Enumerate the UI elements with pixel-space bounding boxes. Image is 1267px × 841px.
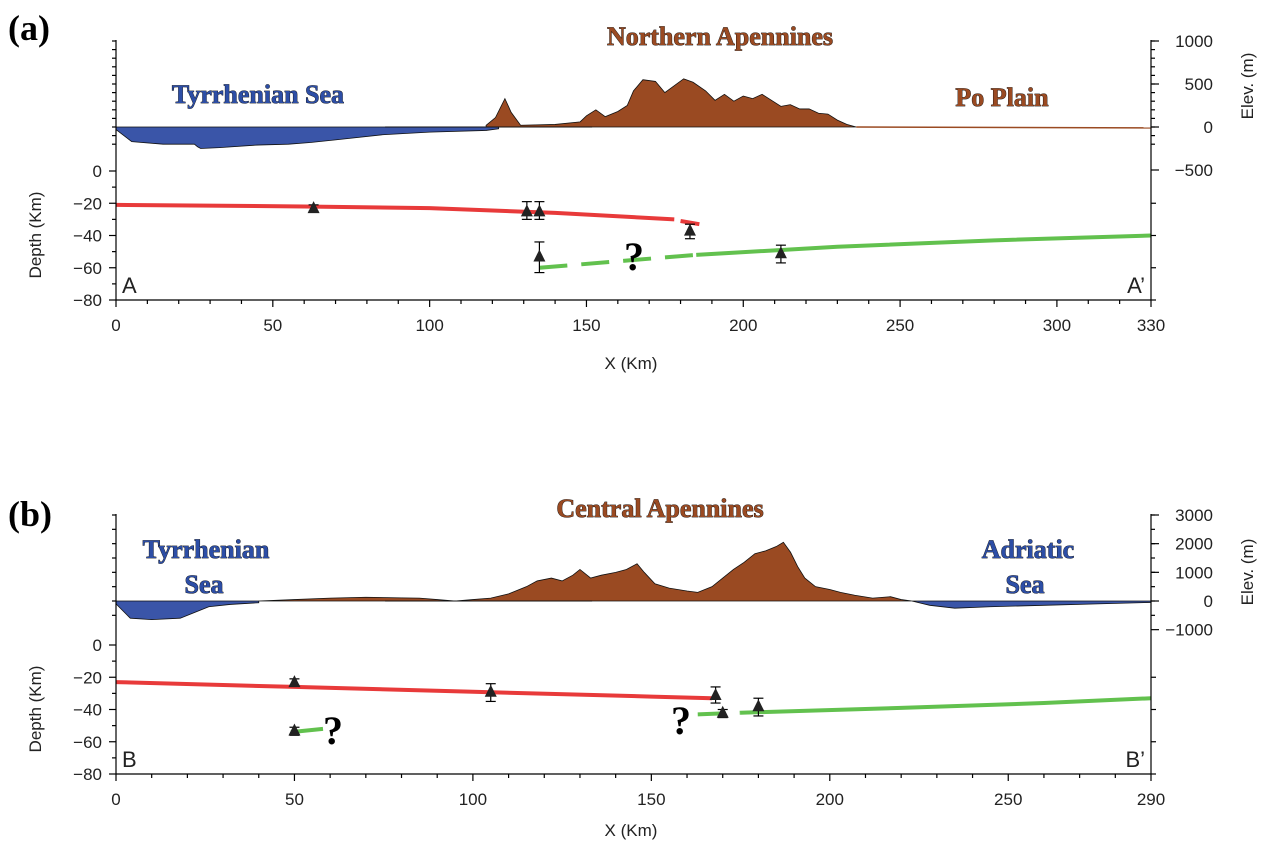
- depth-tick-label: −80: [73, 291, 102, 310]
- data-point-triangle: [716, 705, 729, 718]
- elev-tick-label: 1000: [1175, 32, 1213, 51]
- depth-tick-label: −80: [73, 765, 102, 784]
- sea-fill: [911, 600, 1152, 609]
- panel-b-label: (b): [8, 494, 52, 534]
- data-point-triangle: [709, 687, 722, 700]
- ticks-b: 0 50 100 150 200 250 290 0 −20 −40 −60 −80 3000 2000 1…: [73, 506, 1213, 809]
- data-point-triangle: [307, 201, 320, 214]
- depth-tick-label: 0: [93, 636, 102, 655]
- data-point-triangle: [533, 204, 546, 217]
- red-moho-line: [680, 219, 700, 227]
- depth-tick-label: −40: [73, 227, 102, 246]
- panel-a-title: Northern Apennines: [607, 22, 833, 51]
- green-moho-line: [696, 233, 1152, 257]
- question-mark-a: ?: [624, 234, 644, 279]
- sea-fill: [115, 126, 500, 149]
- question-mark-b-left: ?: [323, 708, 343, 753]
- panel-b: (b) Central Apennines Tyrrhenian Sea Adr…: [8, 494, 1257, 840]
- elev-tick-label: −500: [1175, 161, 1213, 180]
- data-point-triangle: [288, 675, 301, 688]
- x-tick-label: 0: [111, 316, 120, 335]
- elev-axis-label-b: Elev. (m): [1238, 539, 1257, 606]
- depth-tick-label: −40: [73, 701, 102, 720]
- data-point-triangle: [288, 723, 301, 736]
- moho-lines-a: [115, 202, 1152, 270]
- x-tick-label: 330: [1137, 316, 1165, 335]
- panel-a: (a) Northern Apennines Tyrrhenian Sea Po…: [8, 8, 1257, 373]
- ticks-a: 0 50 100 150 200 250 300 330 0 −20 −40 −60 −80 1000 50…: [73, 32, 1213, 335]
- data-point-triangle: [774, 246, 787, 259]
- topography-a: [115, 78, 1152, 149]
- data-points-a: [307, 201, 787, 274]
- x-tick-label: 150: [572, 316, 600, 335]
- x-tick-label: 200: [729, 316, 757, 335]
- x-tick-label: 0: [111, 790, 120, 809]
- question-mark-b-right: ?: [671, 698, 691, 743]
- elev-tick-label: 500: [1185, 75, 1213, 94]
- depth-tick-label: −60: [73, 733, 102, 752]
- elev-axis-label-a: Elev. (m): [1238, 53, 1257, 120]
- x-tick-label: 100: [459, 790, 487, 809]
- region-tyrrhenian-b: Tyrrhenian: [143, 535, 270, 564]
- elev-tick-label: −1000: [1165, 621, 1213, 640]
- x-axis-label-b: X (Km): [605, 821, 658, 840]
- x-tick-label: 290: [1137, 790, 1165, 809]
- panel-a-label: (a): [8, 8, 50, 48]
- x-tick-label: 300: [1043, 316, 1071, 335]
- depth-tick-label: −20: [73, 668, 102, 687]
- region-tyrrhenian-sea-a: Tyrrhenian Sea: [172, 80, 344, 109]
- depth-tick-label: −20: [73, 194, 102, 213]
- x-tick-label: 250: [886, 316, 914, 335]
- corner-label-a-prime: A’: [1127, 273, 1145, 298]
- depth-tick-label: 0: [93, 162, 102, 181]
- x-tick-label: 100: [415, 316, 443, 335]
- x-tick-label: 50: [263, 316, 282, 335]
- moho-lines-b: [115, 680, 1152, 735]
- depth-axis-label-a: Depth (Km): [26, 192, 45, 279]
- green-moho-line: [539, 252, 697, 270]
- elev-tick-label: 0: [1204, 592, 1213, 611]
- region-adriatic: Adriatic: [982, 535, 1074, 564]
- data-point-triangle: [484, 684, 497, 697]
- x-tick-label: 200: [816, 790, 844, 809]
- land-fill: [258, 541, 912, 602]
- elev-tick-label: 0: [1204, 118, 1213, 137]
- region-po-plain: Po Plain: [955, 83, 1049, 112]
- data-point-triangle: [683, 223, 696, 236]
- sea-fill: [115, 600, 260, 621]
- elev-tick-label: 1000: [1175, 563, 1213, 582]
- x-tick-label: 150: [637, 790, 665, 809]
- x-tick-label: 50: [285, 790, 304, 809]
- data-point-triangle: [520, 204, 533, 217]
- topography-b: [115, 541, 1152, 621]
- red-moho-line: [115, 680, 713, 701]
- x-tick-label: 250: [994, 790, 1022, 809]
- data-point-triangle: [752, 699, 765, 712]
- green-moho-line: [740, 696, 1152, 715]
- depth-tick-label: −60: [73, 259, 102, 278]
- red-moho-line: [115, 202, 675, 222]
- panel-b-title: Central Apennines: [556, 494, 763, 523]
- region-sea-b-left: Sea: [185, 570, 224, 599]
- data-point-triangle: [533, 249, 546, 262]
- region-sea-b-right: Sea: [1006, 570, 1045, 599]
- lowland-line: [856, 126, 1152, 129]
- corner-label-b: B: [122, 747, 137, 772]
- corner-label-a: A: [122, 273, 137, 298]
- data-points-b: [288, 675, 765, 736]
- elev-tick-label: 3000: [1175, 506, 1213, 525]
- elev-tick-label: 2000: [1175, 535, 1213, 554]
- x-axis-label-a: X (Km): [605, 354, 658, 373]
- corner-label-b-prime: B’: [1125, 747, 1145, 772]
- depth-axis-label-b: Depth (Km): [26, 666, 45, 753]
- land-fill: [485, 78, 857, 128]
